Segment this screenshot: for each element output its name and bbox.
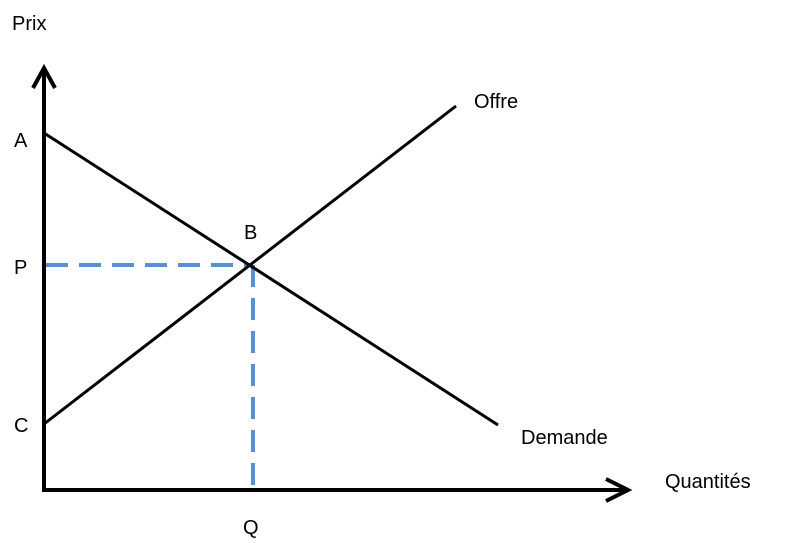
point-c-label: C [14, 415, 28, 437]
y-axis-arrowhead [31, 63, 57, 89]
supply-curve [43, 104, 457, 426]
demand-curve-label: Demande [521, 427, 608, 449]
supply-curve-label: Offre [474, 91, 518, 113]
point-a-label: A [14, 130, 28, 152]
point-q-label: Q [243, 517, 259, 539]
y-axis-label: Prix [12, 13, 46, 35]
point-p-label: P [14, 257, 27, 279]
x-axis-arrowhead [605, 477, 633, 503]
x-axis-label: Quantités [665, 471, 751, 493]
demand-curve [43, 131, 499, 427]
point-b-label: B [244, 222, 257, 244]
